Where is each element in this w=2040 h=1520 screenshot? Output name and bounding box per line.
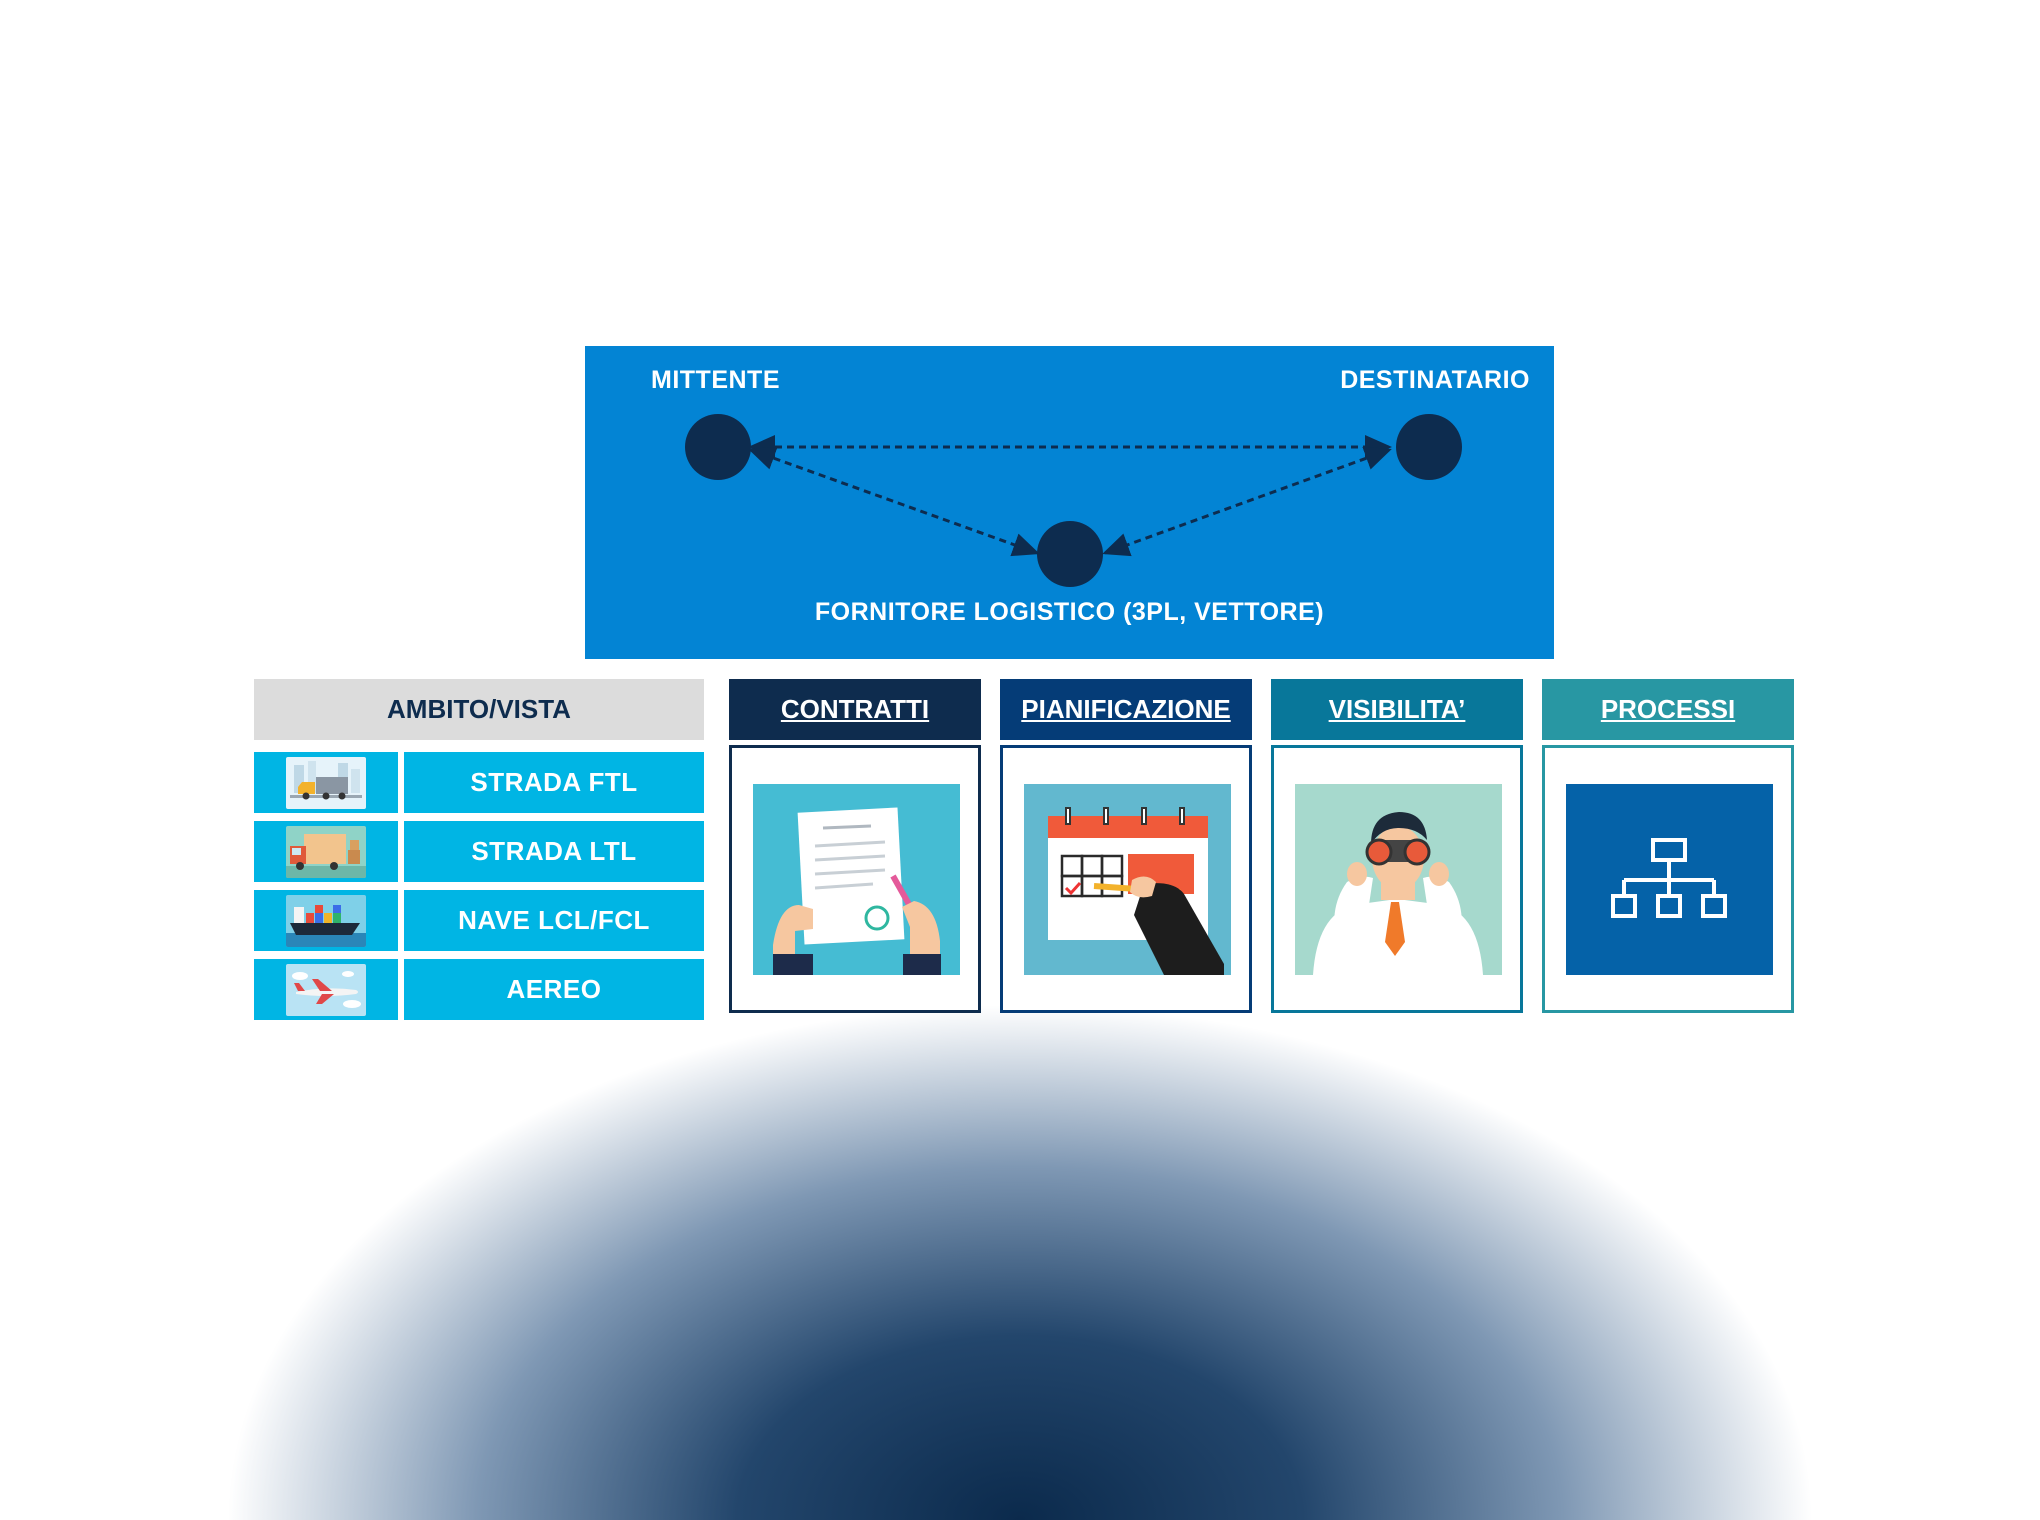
scope-row-ship[interactable]: NAVE LCL/FCL — [254, 890, 704, 951]
scope-thumb — [254, 959, 398, 1020]
scope-header: AMBITO/VISTA — [254, 679, 704, 740]
network-panel: MITTENTE DESTINATARIO FORNITORE LOGISTIC… — [585, 346, 1554, 659]
card-processi — [1542, 745, 1794, 1013]
provider-node — [1037, 521, 1103, 587]
org-chart-icon — [1566, 784, 1773, 975]
edge-receiver-provider — [1102, 446, 1392, 557]
truck-ltl-icon — [286, 825, 366, 878]
card-visibilita — [1271, 745, 1523, 1013]
edge-sender-provider — [748, 446, 1040, 557]
background-glow — [220, 1000, 1820, 1520]
scope-row-road-ftl[interactable]: STRADA FTL — [254, 752, 704, 813]
sender-node — [685, 414, 751, 480]
scope-thumb — [254, 890, 398, 951]
binoculars-icon — [1295, 784, 1502, 975]
receiver-node — [1396, 414, 1462, 480]
receiver-label: DESTINATARIO — [1340, 366, 1530, 394]
scope-label: AEREO — [404, 959, 704, 1020]
sender-label: MITTENTE — [651, 366, 780, 394]
provider-label: FORNITORE LOGISTICO (3PL, VETTORE) — [814, 598, 1325, 626]
tab-contratti[interactable]: CONTRATTI — [729, 679, 981, 740]
scope-row-air[interactable]: AEREO — [254, 959, 704, 1020]
card-contratti — [729, 745, 981, 1013]
scope-label: STRADA LTL — [404, 821, 704, 882]
scope-thumb — [254, 821, 398, 882]
calendar-planning-icon — [1024, 784, 1231, 975]
airplane-icon — [286, 963, 366, 1016]
tab-processi[interactable]: PROCESSI — [1542, 679, 1794, 740]
scope-label: NAVE LCL/FCL — [404, 890, 704, 951]
scope-row-road-ltl[interactable]: STRADA LTL — [254, 821, 704, 882]
contract-signing-icon — [753, 784, 960, 975]
tab-visibilita[interactable]: VISIBILITA’ — [1271, 679, 1523, 740]
ship-icon — [286, 894, 366, 947]
scope-thumb — [254, 752, 398, 813]
scope-label: STRADA FTL — [404, 752, 704, 813]
tab-pianificazione[interactable]: PIANIFICAZIONE — [1000, 679, 1252, 740]
network-diagram — [685, 414, 1462, 587]
truck-ftl-icon — [286, 756, 366, 809]
card-pianificazione — [1000, 745, 1252, 1013]
